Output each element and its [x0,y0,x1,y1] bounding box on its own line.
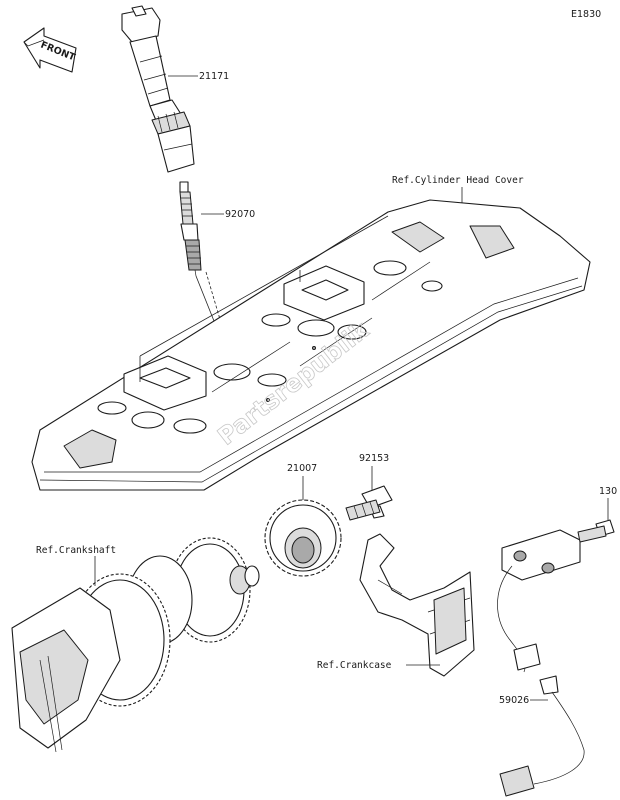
part-number-21171[interactable]: 21171 [199,71,229,82]
part-number-59026[interactable]: 59026 [499,695,529,706]
ref-crankcase[interactable]: Ref.Crankcase [317,660,392,671]
crank-sensor[interactable] [497,529,585,797]
ignition-coil[interactable] [121,5,195,173]
ref-cylinder-head-cover[interactable]: Ref.Cylinder Head Cover [392,175,524,186]
spark-plug[interactable] [179,181,202,277]
part-number-130[interactable]: 130 [599,486,617,497]
part-number-92153[interactable]: 92153 [359,453,389,464]
ref-crankshaft[interactable]: Ref.Crankshaft [36,545,116,556]
diagram-code: E1830 [571,9,601,20]
part-number-92070[interactable]: 92070 [225,209,255,220]
bolt-92153[interactable] [345,485,393,521]
crankshaft [11,537,260,753]
bolt-130[interactable] [577,519,615,543]
timing-rotor[interactable] [264,499,342,577]
crankcase [359,533,475,677]
part-number-21007[interactable]: 21007 [287,463,317,474]
front-arrow-icon: FRONT [23,27,77,73]
cylinder-head-cover [31,199,591,491]
